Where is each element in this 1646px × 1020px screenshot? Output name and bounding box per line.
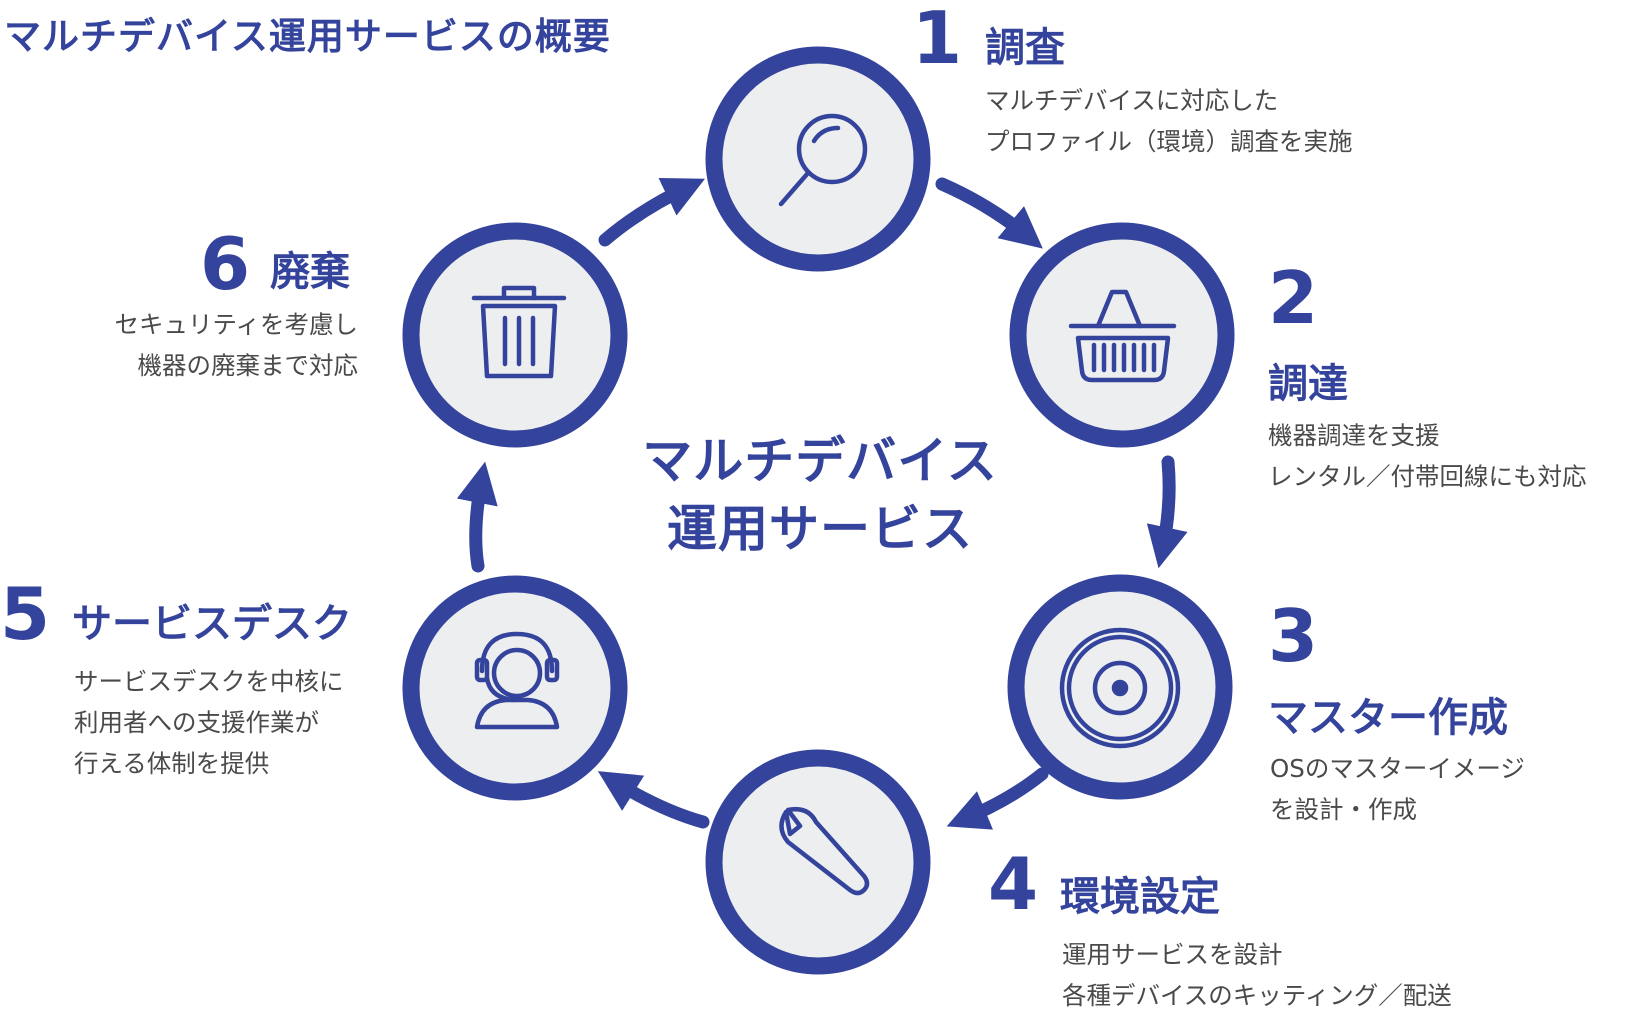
cycle-arrows: [456, 177, 1188, 830]
step-5-circle: [402, 575, 628, 801]
step-3-number: 3: [1268, 594, 1319, 678]
step-4-name: 環境設定: [1060, 874, 1220, 920]
basket-icon: [1068, 289, 1177, 383]
step-3-description: OSのマスターイメージ を設計・作成: [1270, 754, 1525, 824]
step-3-name: マスター作成: [1268, 695, 1508, 741]
disc-icon: [1059, 627, 1181, 749]
step-2-name: 調達: [1268, 361, 1348, 407]
step-1-name: 調査: [985, 25, 1065, 71]
step-5-number: 5: [0, 572, 51, 656]
step-2-description: 機器調達を支援 レンタル／付帯回線にも対応: [1268, 421, 1587, 491]
step-1-circle: [705, 46, 931, 272]
headset-icon: [474, 631, 560, 730]
step-5-name: サービスデスク: [72, 601, 352, 647]
page-title: マルチデバイス運用サービスの概要: [4, 15, 611, 58]
step-2-circle: [1009, 222, 1235, 448]
search-icon: [778, 113, 868, 207]
center-label: マルチデバイス 運用サービス: [610, 428, 1030, 563]
step-6-number: 6: [200, 222, 251, 306]
step-6-description: セキュリティを考慮し 機器の廃棄まで対応: [114, 310, 358, 380]
step-1-description: マルチデバイスに対応した プロファイル（環境）調査を実施: [985, 86, 1353, 156]
arrow-2-to-3: [1146, 455, 1188, 569]
step-6-circle: [402, 222, 628, 448]
step-4-circle: [705, 749, 931, 975]
arrow-6-to-1: [598, 178, 706, 247]
step-4-number: 4: [988, 842, 1039, 926]
trash-icon: [471, 285, 567, 379]
center-label-line-2: 運用サービス: [667, 499, 973, 558]
wrench-icon: [779, 807, 870, 896]
center-label-line-1: マルチデバイス: [642, 432, 998, 490]
step-6-name: 廃棄: [270, 249, 350, 295]
step-5-description: サービスデスクを中核に 利用者への支援作業が 行える体制を提供: [74, 667, 344, 778]
step-4-description: 運用サービスを設計 各種デバイスのキッティング／配送: [1062, 940, 1452, 1010]
arrow-1-to-2: [935, 177, 1043, 249]
arrow-5-to-6: [456, 461, 498, 573]
step-2-number: 2: [1268, 256, 1319, 340]
arrow-3-to-4: [946, 767, 1049, 830]
arrow-4-to-5: [597, 771, 710, 829]
step-1-number: 1: [912, 0, 963, 80]
